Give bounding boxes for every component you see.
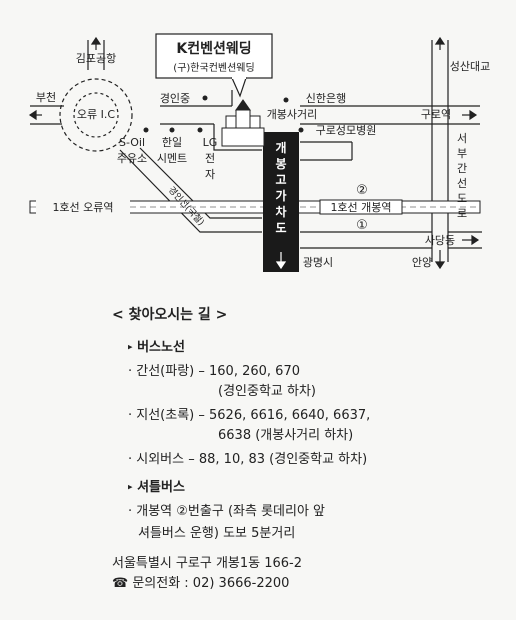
label-seobu-1: 서 bbox=[457, 132, 467, 145]
bus-heading: ▸ 버스노선 bbox=[128, 336, 185, 355]
label-gwangmyeong: 광명시 bbox=[303, 256, 333, 269]
roads bbox=[30, 40, 482, 262]
label-line1-oryu: 1호선 오류역 bbox=[52, 201, 113, 214]
bus-trunk-stop: (경인중학교 하차) bbox=[218, 384, 316, 399]
bus-branch-line: · 지선(초록) – 5626, 6616, 6640, 6637, bbox=[128, 408, 371, 423]
label-hanil-1: 한일 bbox=[162, 135, 182, 149]
label-seobu-2: 부 bbox=[457, 147, 467, 160]
label-seobu-3: 간 bbox=[457, 162, 467, 175]
label-gyeongin-st: 경인중 bbox=[160, 92, 190, 105]
label-seobu-4: 선 bbox=[457, 177, 467, 190]
label-seobu-5: 도 bbox=[457, 192, 467, 205]
label-overpass-5: 차 bbox=[275, 204, 286, 219]
venue-name: K컨벤션웨딩 bbox=[176, 40, 251, 57]
label-guro-station: 구로역 bbox=[421, 108, 451, 121]
label-exit-2: ② bbox=[356, 183, 368, 198]
shuttle-heading-label: 셔틀버스 bbox=[137, 480, 185, 495]
location-map: K컨벤션웨딩 (구)한국컨벤션웨딩 김포공항 부천 오류 I.C 경인중 신한은… bbox=[28, 33, 490, 272]
label-seobu-6: 로 bbox=[457, 207, 467, 220]
label-overpass-4: 가 bbox=[275, 188, 286, 203]
phone: ☎ 문의전화 : 02) 3666-2200 bbox=[112, 576, 290, 591]
hospital-road bbox=[300, 141, 353, 161]
label-s-oil-2: 주유소 bbox=[117, 152, 147, 165]
triangle-bullet-icon: ▸ bbox=[128, 342, 133, 353]
diagonal-road bbox=[119, 147, 262, 233]
bus-branch-cont: 6638 (개봉사거리 하차) bbox=[218, 428, 354, 443]
triangle-bullet-icon: ▸ bbox=[128, 482, 133, 493]
label-line1-gaebong: 1호선 개봉역 bbox=[330, 201, 391, 214]
bus-trunk-line: · 간선(파랑) – 160, 260, 670 bbox=[128, 364, 300, 379]
gimpo-road bbox=[87, 40, 105, 70]
label-guro-hospital: 구로성모병원 bbox=[316, 124, 377, 137]
label-overpass-2: 봉 bbox=[275, 157, 286, 171]
label-exit-1: ① bbox=[356, 218, 368, 233]
venue-building-icon bbox=[221, 99, 265, 147]
venue-connector bbox=[213, 90, 262, 151]
label-s-oil-1: S-Oil bbox=[119, 136, 145, 149]
sadang-road bbox=[300, 231, 482, 249]
bus-intercity: · 시외버스 – 88, 10, 83 (경인중학교 하차) bbox=[128, 452, 368, 467]
label-gimpo-airport: 김포공항 bbox=[76, 52, 116, 65]
label-lg-3: 자 bbox=[205, 168, 215, 181]
address: 서울특별시 구로구 개봉1동 166-2 bbox=[112, 556, 303, 571]
label-lg-1: LG bbox=[203, 136, 218, 149]
label-gaebong-crossroad: 개봉사거리 bbox=[267, 108, 318, 121]
label-shinhan-bank: 신한은행 bbox=[306, 92, 346, 105]
venue-callout bbox=[155, 33, 273, 98]
oryu-ic bbox=[59, 78, 133, 152]
label-overpass-6: 도 bbox=[275, 221, 286, 235]
label-lg-2: 전 bbox=[205, 152, 215, 165]
label-seongsan-bridge: 성산대교 bbox=[450, 60, 490, 73]
label-seobu-expressway: 서 부 간 선 도 로 bbox=[457, 132, 467, 220]
label-oryu-ic: 오류 I.C bbox=[77, 108, 115, 121]
gaebong-overpass bbox=[263, 132, 299, 272]
label-overpass-1: 개 bbox=[275, 141, 286, 155]
poi-markers bbox=[143, 95, 304, 133]
label-overpass: 개 봉 고 가 차 도 bbox=[275, 141, 286, 235]
direction-arrows bbox=[28, 36, 480, 270]
shuttle-line-1: · 개봉역 ②번출구 (좌측 롯데리아 앞 bbox=[128, 504, 326, 519]
label-hanil-2: 시멘트 bbox=[157, 152, 187, 165]
directions-title: < 찾아오시는 길 > bbox=[112, 307, 228, 323]
venue-subname: (구)한국컨벤션웨딩 bbox=[173, 62, 254, 74]
label-anyang: 안양 bbox=[412, 256, 432, 269]
bus-heading-label: 버스노선 bbox=[137, 340, 185, 355]
shuttle-heading: ▸ 셔틀버스 bbox=[128, 476, 185, 495]
label-overpass-3: 고 bbox=[275, 173, 286, 187]
shuttle-line-2: 셔틀버스 운행) 도보 5분거리 bbox=[138, 526, 296, 541]
seobu-expressway bbox=[431, 40, 449, 262]
label-bucheon: 부천 bbox=[36, 90, 56, 104]
label-sadang: 사당동 bbox=[425, 234, 455, 247]
